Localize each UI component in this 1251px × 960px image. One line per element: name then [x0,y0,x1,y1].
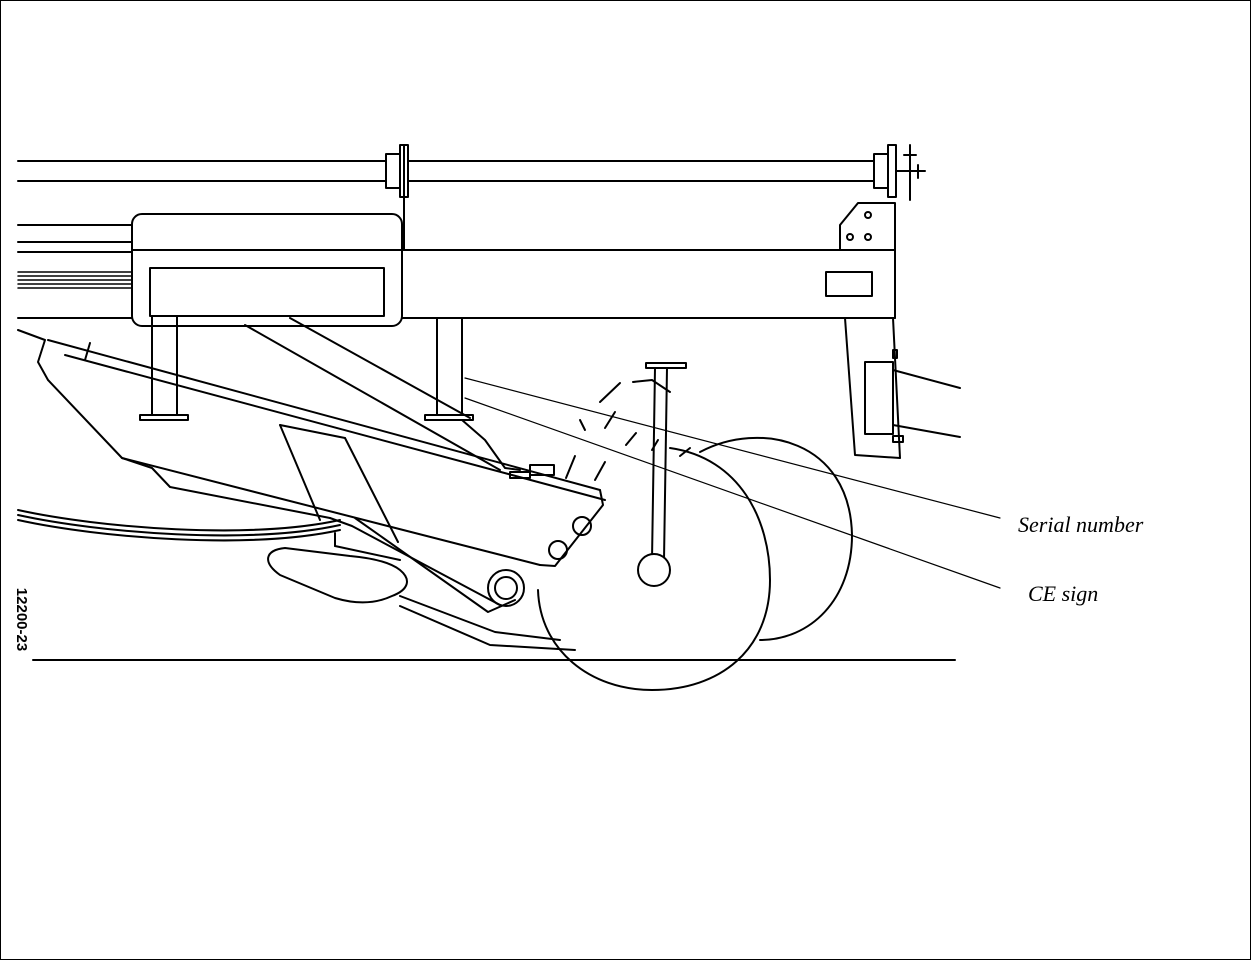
support-posts [139,315,474,421]
figure-code: 12200-23 [13,587,31,652]
top-bar [17,144,926,251]
bracket-plate [839,202,896,251]
serial-number-leader [464,377,1001,519]
serial-number-label: Serial number [1018,512,1144,537]
callout-leaders [464,377,1001,589]
right-support [844,317,961,459]
hopper-rollers [487,516,592,607]
lower-arm [267,517,576,651]
hose-bundle [17,271,133,289]
wheel-stand [565,362,691,587]
leaf-spring [17,509,341,542]
press-wheels [537,436,853,691]
main-frame-beam [17,213,896,327]
ce-sign-label: CE sign [1028,581,1099,606]
ce-sign-leader [464,397,1001,589]
inclined-hopper [17,317,606,567]
